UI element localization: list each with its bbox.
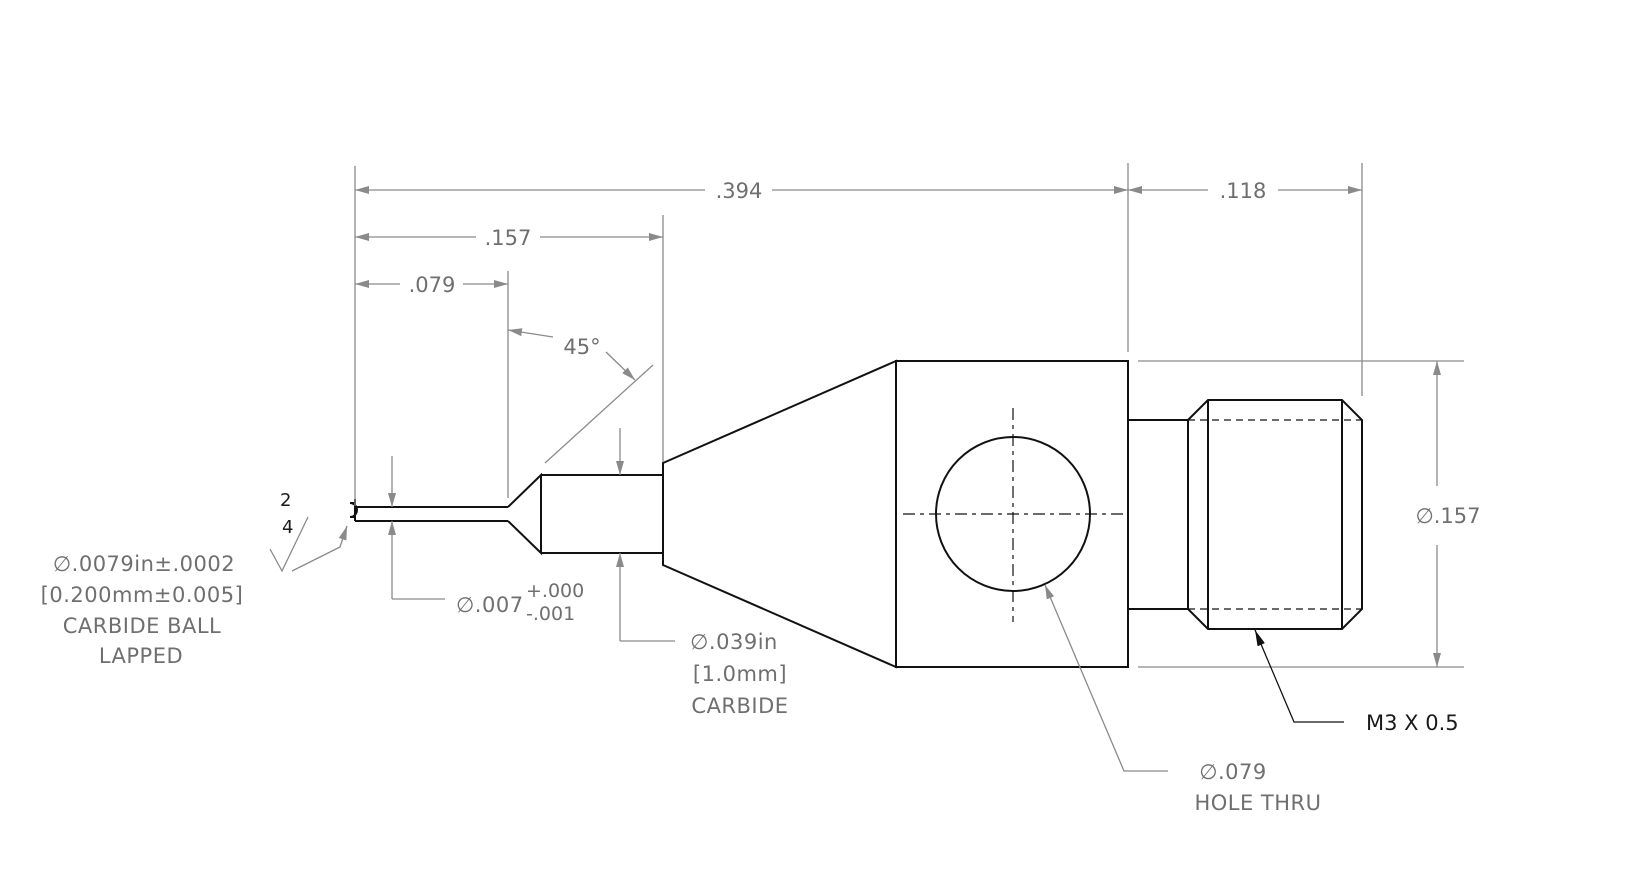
shank [541,474,664,554]
shank-diameter: ∅.039in [690,630,778,654]
hole-note: HOLE THRU [1194,791,1321,815]
label-overall-length: .394 [716,179,763,203]
ball-material: CARBIDE BALL [63,614,222,638]
callout-shank: ∅.039in [1.0mm] CARBIDE [690,630,788,718]
cross-hole-block [895,360,1129,668]
callout-ball: ∅.0079in±.0002 [0.200mm±0.005] CARBIDE B… [41,552,244,668]
angle-arc-left [507,328,554,338]
finish-value-bottom: 4 [282,517,293,538]
ball-leader [291,525,348,572]
stem-tolerance-upper: +.000 [526,580,584,602]
surface-finish-symbol: 2 4 [269,490,309,573]
tapered-cone [662,359,897,669]
stem-chamfer [507,472,542,556]
shank-diameter-metric: [1.0mm] [693,662,787,686]
angle-extension-line [544,364,654,464]
callout-thread: M3 X 0.5 [1366,711,1459,735]
thread-neck [1128,419,1189,610]
angle-arc-right [605,351,636,381]
hole-leader [1044,584,1168,772]
dimension-lines [291,163,1464,772]
dimension-labels: .394 .118 .157 .079 45° ∅.157 [409,179,1481,528]
thread-body [1187,399,1363,630]
label-thread-length: .118 [1220,179,1267,203]
ball-diameter-metric: [0.200mm±0.005] [41,583,244,607]
stem-tolerance-lower: -.001 [526,603,575,625]
ball-finish-note: LAPPED [99,644,183,668]
finish-value-top: 2 [280,490,291,511]
label-body-diameter: ∅.157 [1415,504,1480,528]
hole-diameter: ∅.079 [1199,760,1267,784]
shank-material: CARBIDE [691,694,788,718]
finish-check-mark [269,516,309,573]
callout-hole: ∅.079 HOLE THRU [1194,760,1321,815]
part-outline [349,359,1363,669]
ball-diameter: ∅.0079in±.0002 [53,552,235,576]
stem [355,506,508,522]
stem-diameter: ∅.007 [456,593,524,617]
carbide-ball [349,502,358,518]
callout-stem: ∅.007 +.000 -.001 [456,580,584,625]
label-chamfer-angle: 45° [563,335,600,359]
label-tip-length: .079 [409,273,456,297]
label-tip-to-shoulder: .157 [485,226,532,250]
thread-leader [1254,629,1344,723]
thread-spec: M3 X 0.5 [1366,711,1459,735]
